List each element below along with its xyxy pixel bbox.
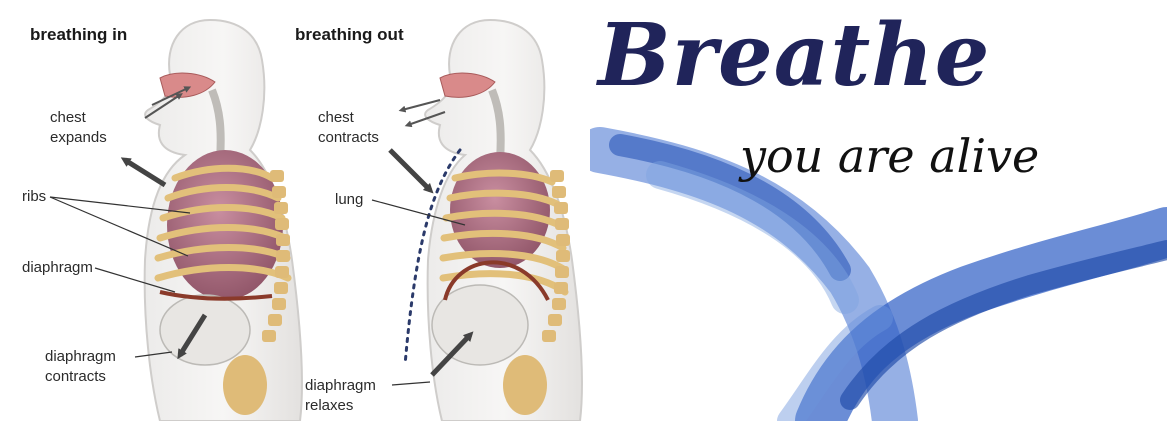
- breathing-diagram-svg: breathing in chest expands ribs diaphrag…: [0, 0, 590, 421]
- label-ribs: ribs: [22, 188, 46, 205]
- label-diaphragm-relaxes-1: diaphragm: [305, 377, 376, 394]
- label-lung: lung: [335, 191, 363, 208]
- label-diaphragm-contracts-1: diaphragm: [45, 348, 116, 365]
- poster-headline: Breathe: [595, 5, 990, 106]
- label-chest-in-2: expands: [50, 129, 107, 146]
- figure-breathing-out: breathing out chest contracts lung diaph…: [295, 20, 582, 421]
- title-breathing-in: breathing in: [30, 25, 127, 44]
- label-diaphragm-relaxes-2: relaxes: [305, 397, 353, 414]
- breathe-poster: Breathe you are alive: [590, 0, 1167, 421]
- chest-expands-arrow: [125, 160, 165, 185]
- label-chest-out-2: contracts: [318, 129, 379, 146]
- figure-breathing-in: breathing in chest expands ribs diaphrag…: [22, 20, 302, 421]
- breathe-poster-svg: Breathe you are alive: [590, 0, 1167, 421]
- watercolor-strokes: [600, 145, 1167, 421]
- label-diaphragm-contracts-2: contracts: [45, 368, 106, 385]
- breathing-diagram: breathing in chest expands ribs diaphrag…: [0, 0, 590, 421]
- poster-tagline: you are alive: [738, 129, 1039, 183]
- label-chest-out-1: chest: [318, 109, 355, 126]
- label-diaphragm: diaphragm: [22, 259, 93, 276]
- chest-contracts-arrow: [390, 150, 430, 190]
- abdomen-in: [160, 295, 250, 365]
- label-chest-in-1: chest: [50, 109, 87, 126]
- title-breathing-out: breathing out: [295, 25, 404, 44]
